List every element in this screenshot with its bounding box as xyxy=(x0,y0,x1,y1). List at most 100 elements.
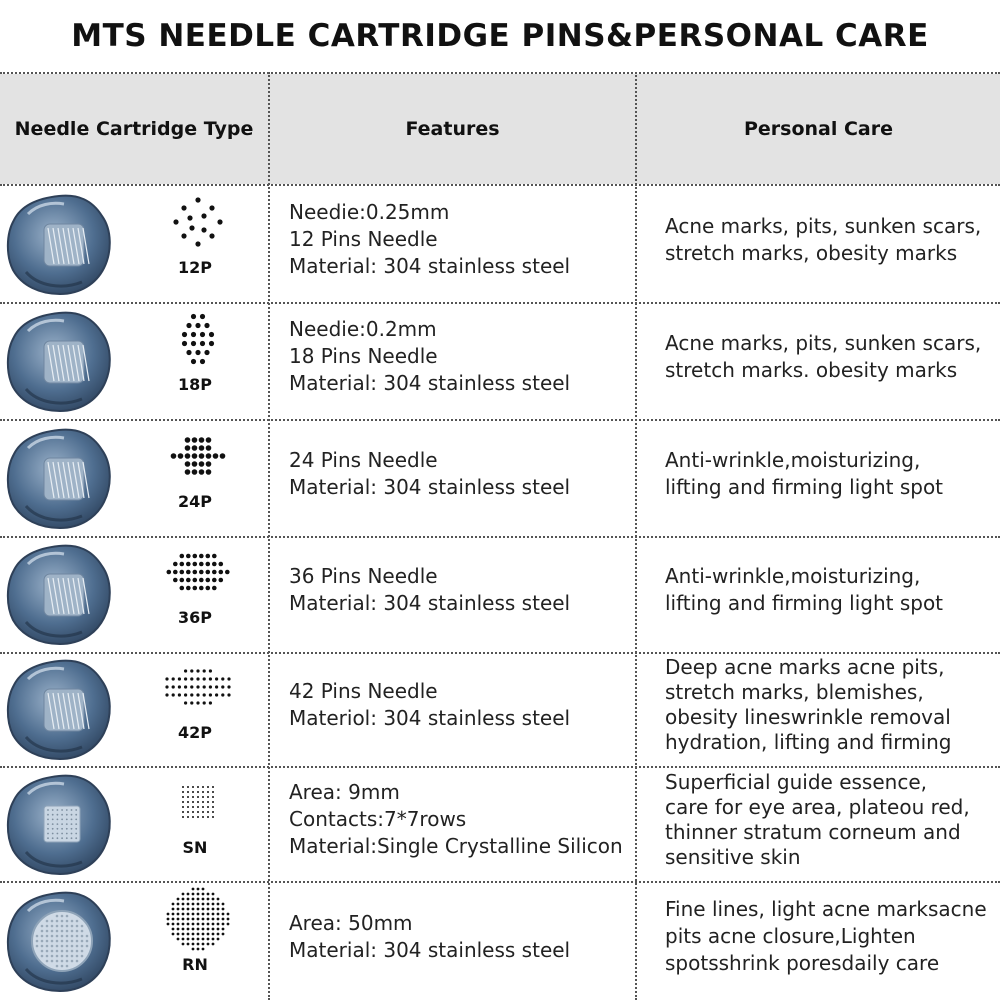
personal-care-cell: Anti-wrinkle,moisturizing, lifting and fi… xyxy=(665,563,995,617)
feature-line: Needie:0.25mm xyxy=(289,200,450,224)
feature-line: Material: 304 stainless steel xyxy=(289,474,571,499)
pin-count-label: 36P xyxy=(178,608,212,627)
care-line: Acne marks, pits, sunken scars, xyxy=(665,330,982,355)
dot-pattern-36 xyxy=(166,553,230,591)
dot-pattern-rn xyxy=(166,887,230,950)
care-line: Fine lines, light acne marksacne xyxy=(665,897,987,921)
cartridge-type-cell: 18P xyxy=(0,302,268,419)
needle-cartridge-image xyxy=(6,544,111,646)
pin-count-label: 12P xyxy=(178,257,212,277)
personal-care-cell: Acne marks, pits, sunken scars,stretch m… xyxy=(665,213,995,267)
needle-cartridge-image xyxy=(6,891,111,992)
pin-count-label: SN xyxy=(182,837,208,857)
cartridge-type-cell: SN xyxy=(0,766,268,881)
pin-count-label: 18P xyxy=(178,374,212,394)
row-divider xyxy=(0,184,1000,186)
header-needle-cartridge-type: Needle Cartridge Type xyxy=(14,118,254,140)
care-line: Anti-wrinkle,moisturizing, xyxy=(665,564,921,588)
care-line: Anti-wrinkle,moisturizing, xyxy=(665,447,921,472)
pin-count-label: 42P xyxy=(178,723,212,742)
row-divider xyxy=(0,766,1000,768)
feature-line: 18 Pins Needle xyxy=(289,344,438,368)
personal-care-cell: Acne marks, pits, sunken scars,stretch m… xyxy=(665,330,995,384)
care-line: lifting and firming light spot xyxy=(665,591,944,615)
care-line: Deep acne marks acne pits, xyxy=(665,655,945,679)
dot-pattern-18 xyxy=(181,313,215,364)
needle-cartridge-image xyxy=(6,194,111,295)
care-line: pits acne closure,Lighten xyxy=(665,924,916,948)
care-line: care for eye area, plateou red, xyxy=(665,794,970,819)
care-line: Superficial guide essence, xyxy=(665,769,927,794)
care-line: Acne marks, pits, sunken scars, xyxy=(665,213,982,238)
care-line: stretch marks. obesity marks xyxy=(665,357,958,382)
feature-line: Needie:0.2mm xyxy=(289,317,437,341)
table-header-background xyxy=(0,74,1000,184)
row-divider xyxy=(0,72,1000,74)
feature-line: Material: 304 stainless steel xyxy=(289,937,571,962)
feature-line: 24 Pins Needle xyxy=(289,447,438,472)
feature-line: Contacts:7*7rows xyxy=(289,807,467,831)
feature-line: Material: 304 stainless steel xyxy=(289,591,571,615)
feature-line: Material: 304 stainless steel xyxy=(289,254,571,278)
row-divider xyxy=(0,536,1000,538)
column-divider xyxy=(268,72,270,1000)
care-line: spotsshrink poresdaily care xyxy=(665,951,940,975)
feature-line: Area: 50mm xyxy=(289,910,413,935)
care-line: thinner stratum corneum and xyxy=(665,819,961,844)
dot-pattern-12 xyxy=(173,196,223,247)
cartridge-type-cell: RN xyxy=(0,881,268,1000)
needle-cartridge-image xyxy=(6,659,111,761)
dot-pattern-sn xyxy=(182,785,214,818)
row-divider xyxy=(0,302,1000,304)
personal-care-cell: Fine lines, light acne marksacne pits acn… xyxy=(665,896,995,977)
feature-line: 42 Pins Needle xyxy=(289,679,438,703)
personal-care-cell: Deep acne marks acne pits,stretch marks,… xyxy=(665,655,995,755)
cartridge-type-cell: 12P xyxy=(0,185,268,302)
feature-line: Materiol: 304 stainless steel xyxy=(289,706,571,730)
row-divider xyxy=(0,652,1000,654)
personal-care-cell: Superficial guide essence,care for eye a… xyxy=(665,770,995,870)
needle-cartridge-image xyxy=(6,774,111,875)
dot-pattern-24 xyxy=(170,436,226,475)
feature-line: Area: 9mm xyxy=(289,780,400,804)
care-line: stretch marks, obesity marks xyxy=(665,240,958,265)
feature-line: 12 Pins Needle xyxy=(289,227,438,251)
cartridge-type-cell: 24P xyxy=(0,419,268,536)
row-divider xyxy=(0,881,1000,883)
care-line: lifting and firming light spot xyxy=(665,474,944,499)
care-line: obesity lineswrinkle removal xyxy=(665,705,951,729)
care-line: stretch marks, blemishes, xyxy=(665,680,924,704)
cartridge-type-cell: 36P xyxy=(0,536,268,652)
needle-cartridge-image xyxy=(6,311,111,412)
feature-line: Material: 304 stainless steel xyxy=(289,371,571,395)
dot-pattern-42 xyxy=(165,669,231,705)
header-features: Features xyxy=(405,118,500,140)
feature-line: Material:Single Crystalline Silicon xyxy=(289,834,623,858)
personal-care-cell: Anti-wrinkle,moisturizing,lifting and fi… xyxy=(665,447,995,501)
column-divider xyxy=(635,72,637,1000)
row-divider xyxy=(0,419,1000,421)
page-title: MTS NEEDLE CARTRIDGE PINS&PERSONAL CARE xyxy=(71,18,929,54)
care-line: sensitive skin xyxy=(665,844,801,869)
feature-line: 36 Pins Needle xyxy=(289,564,438,588)
pin-count-label: RN xyxy=(182,954,208,974)
care-line: hydration, lifting and firming xyxy=(665,730,952,754)
cartridge-table: Needle Cartridge Type Features Personal … xyxy=(0,72,1000,1000)
cartridge-type-cell: 42P xyxy=(0,652,268,766)
pin-count-label: 24P xyxy=(178,491,212,511)
needle-cartridge-image xyxy=(6,428,111,529)
